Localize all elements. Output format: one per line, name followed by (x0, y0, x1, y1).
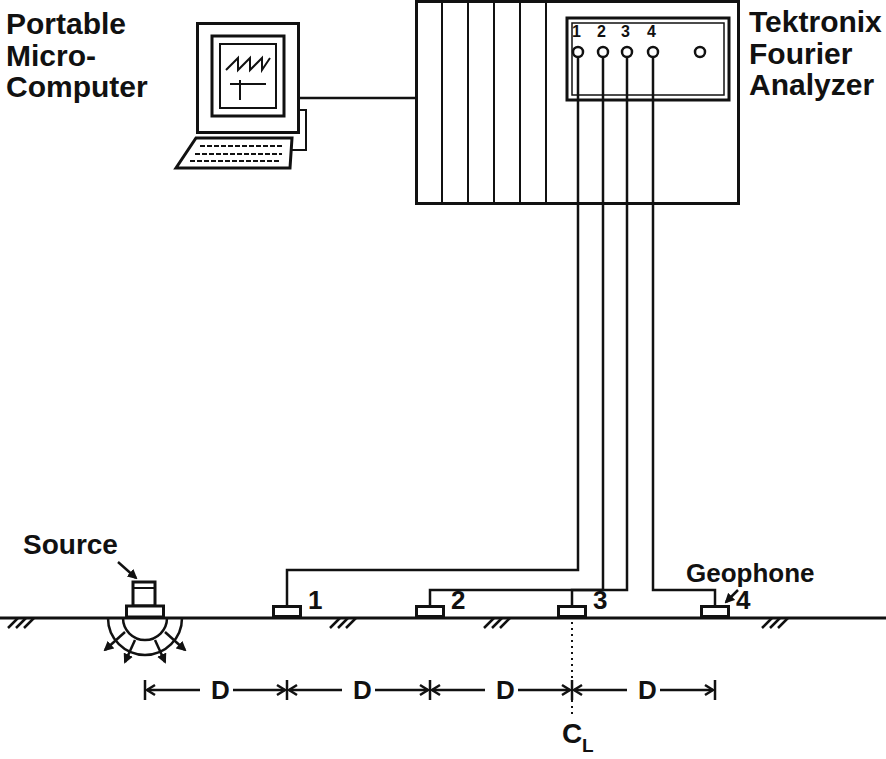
vibration-source: Source (125, 580, 165, 618)
node-label: Source (23, 530, 133, 559)
computer-monitor-outline (196, 22, 300, 134)
wave-fronts (105, 618, 185, 662)
channel-number: 1 (572, 24, 581, 40)
geophone-outline (415, 605, 445, 618)
geophone-outline (700, 605, 730, 618)
ground-surface (0, 618, 886, 628)
geophone: 1 (272, 605, 302, 618)
channel-number: 2 (597, 24, 606, 40)
geophone-outline (557, 605, 587, 618)
geophone: 2 (415, 605, 445, 618)
node-label: 3 (593, 587, 617, 614)
monitor-screen (212, 36, 284, 116)
dimension-label: D (208, 677, 233, 703)
signal-cable (430, 205, 603, 605)
center-line (571, 622, 573, 718)
geophone-outline (272, 605, 302, 618)
analyzer-panel (442, 0, 729, 205)
node-label: Tektronix Fourier Analyzer (749, 6, 886, 101)
dimension-label: D (493, 677, 518, 703)
node-label: 2 (451, 587, 475, 614)
dimension-label: D (635, 677, 660, 703)
node-label: Portable Micro- Computer (6, 8, 166, 103)
node-label: 4 (736, 587, 760, 614)
computer-monitor: Portable Micro- Computer (196, 22, 300, 134)
geophone: 3 (557, 605, 587, 618)
channel-number: 4 (647, 24, 656, 40)
channel-number: 3 (621, 24, 630, 40)
dimension-label: D (350, 677, 375, 703)
signal-cable (287, 205, 578, 605)
centerline-subscript: L (582, 736, 594, 755)
signal-cable (572, 205, 627, 605)
leader-arrow (118, 562, 136, 578)
vibration-source-outline (125, 580, 165, 618)
geophone: 4 (700, 605, 730, 618)
centerline-symbol: C (562, 720, 582, 748)
node-label: 1 (308, 587, 332, 614)
signal-cable (653, 205, 715, 605)
keyboard (176, 110, 306, 168)
part-name: Geophone (686, 560, 815, 586)
signal-cable (300, 97, 415, 100)
